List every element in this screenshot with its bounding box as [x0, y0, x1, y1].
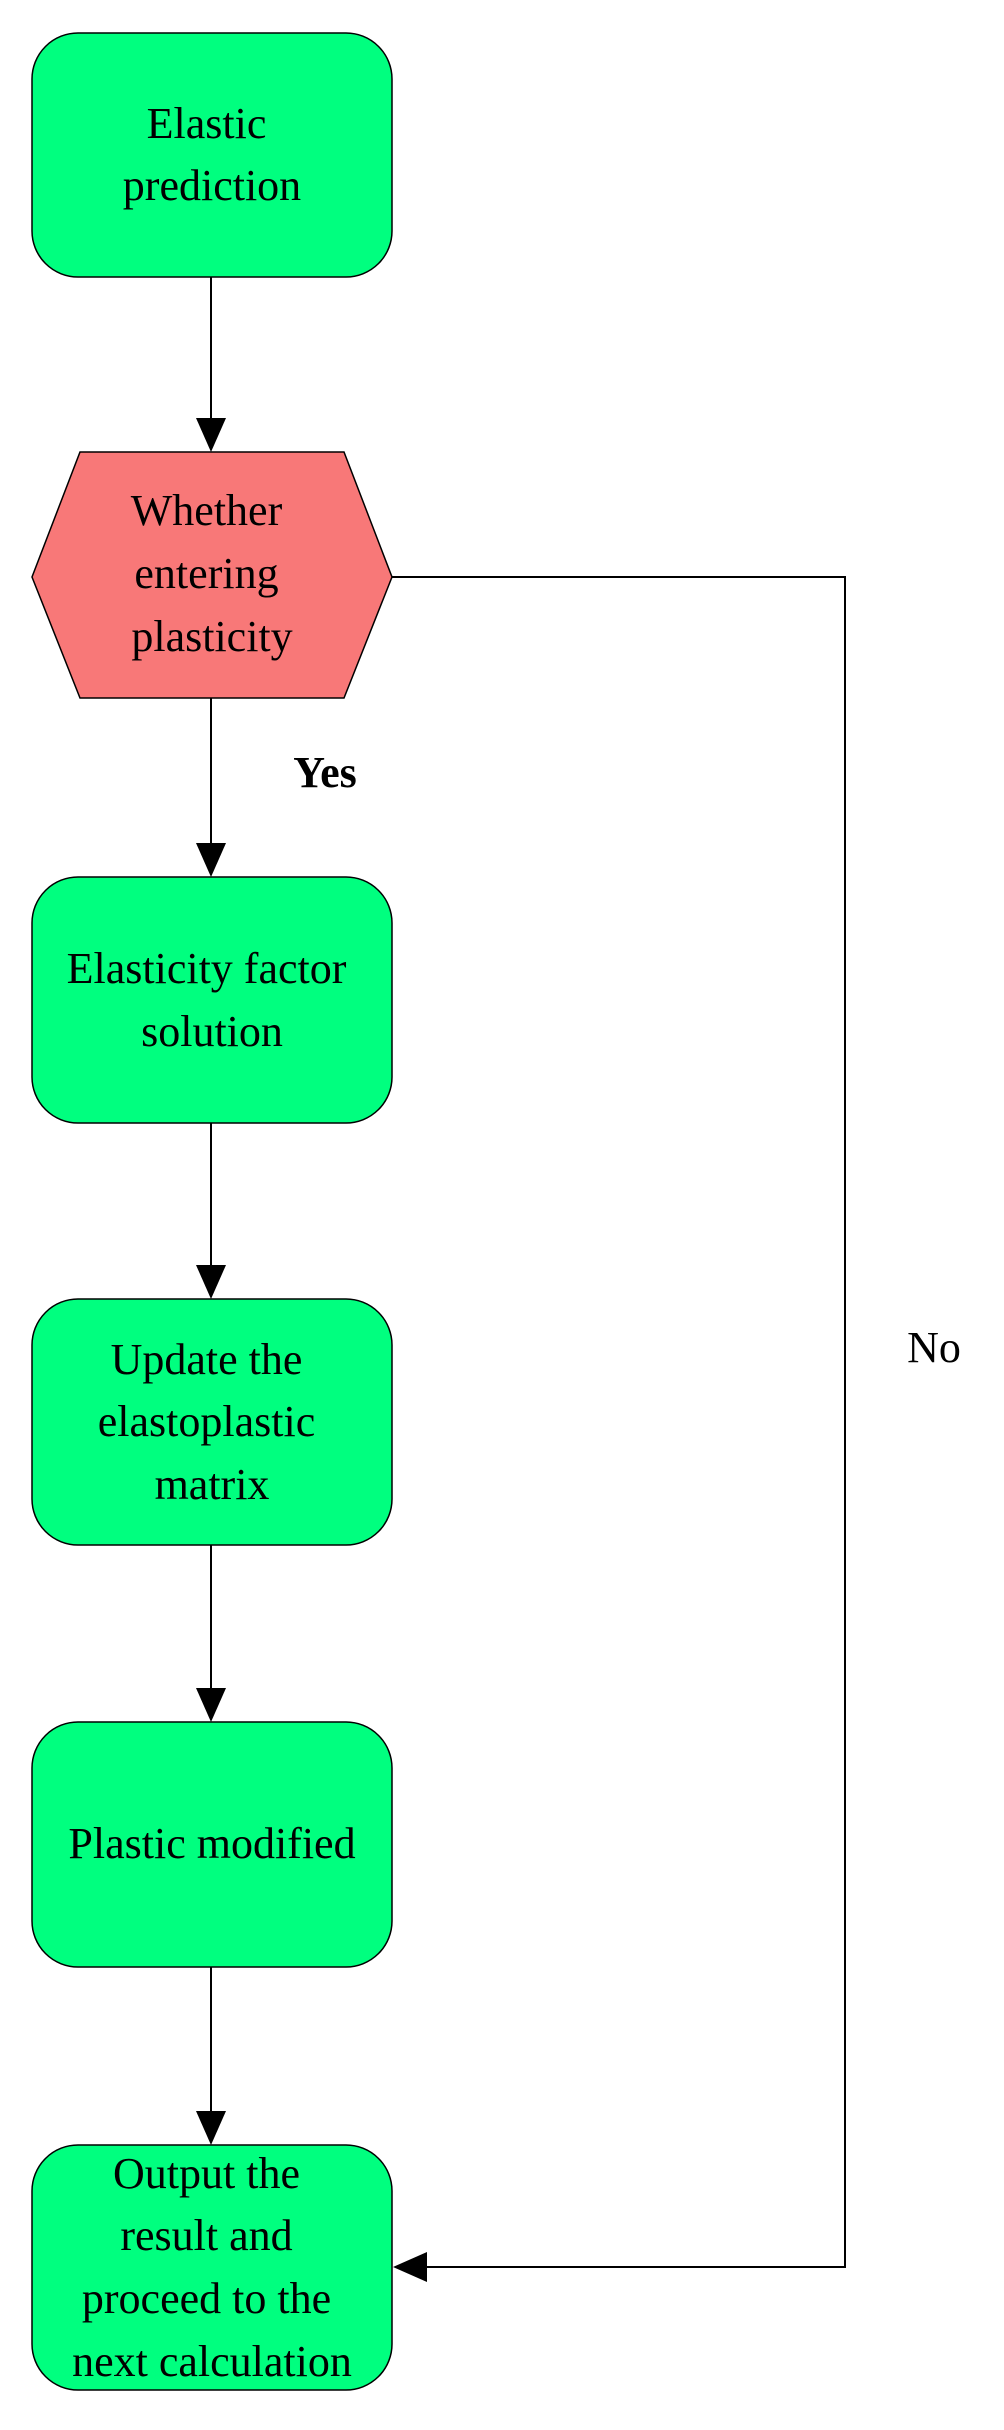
yes-label: Yes: [293, 748, 357, 797]
arrowhead-no-output: [393, 2252, 427, 2282]
arrowhead-elasticity: [196, 843, 226, 877]
node-update-matrix-text: Update the elastoplastic matrix: [98, 1335, 327, 1509]
node-elastic-prediction: Elastic prediction: [31, 32, 393, 278]
node-elasticity-factor-text: Elasticity factor solution: [67, 944, 358, 1056]
node-output-text: Output the result and proceed to the nex…: [72, 2149, 352, 2386]
node-decision-text: Whether entering plasticity: [131, 486, 293, 661]
node-decision: Whether entering plasticity: [31, 451, 393, 699]
arrowhead-output: [196, 2111, 226, 2145]
arrowhead-decision: [196, 418, 226, 452]
no-label: No: [907, 1323, 961, 1372]
node-elasticity-factor: Elasticity factor solution: [31, 876, 393, 1124]
edge-decision-no-to-output: [392, 576, 846, 2268]
node-plastic-modified: Plastic modified: [31, 1721, 393, 1968]
node-plastic-modified-text: Plastic modified: [68, 1819, 355, 1868]
arrowhead-plastic: [196, 1688, 226, 1722]
node-update-matrix: Update the elastoplastic matrix: [31, 1298, 393, 1546]
node-output: Output the result and proceed to the nex…: [31, 2144, 393, 2391]
node-elastic-prediction-text: Elastic prediction: [123, 99, 301, 210]
arrowhead-update: [196, 1265, 226, 1299]
